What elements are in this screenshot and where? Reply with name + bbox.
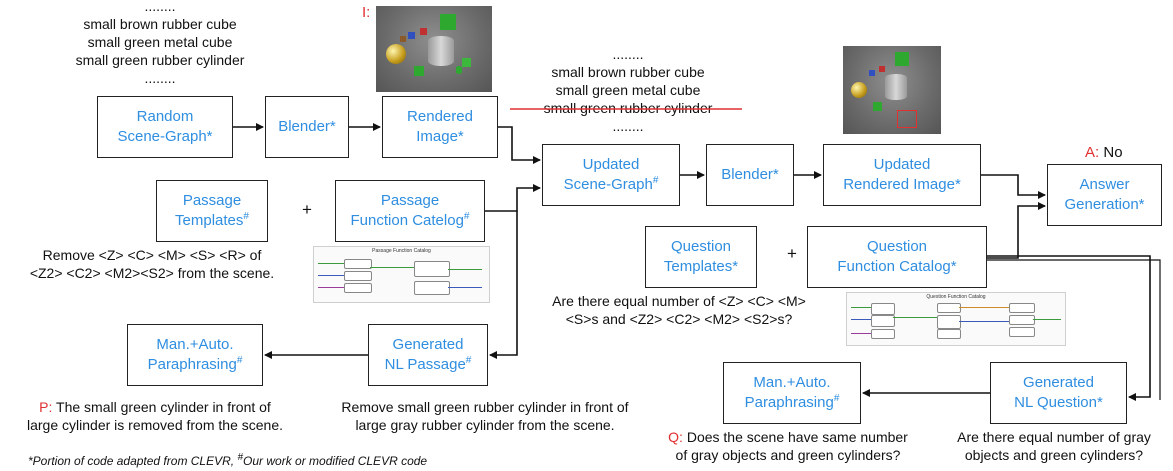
scene-object-line: ........ xyxy=(612,46,644,62)
arrow-passage-catalog-to-generated-passage xyxy=(489,211,518,359)
footnote: *Portion of code adapted from CLEVR, #Ou… xyxy=(28,452,428,468)
paraphrased-question-text: Q: Does the scene have same number of gr… xyxy=(668,429,908,463)
gold-sphere xyxy=(386,44,406,64)
paraphrased-passage-text: P: The small green cylinder in front of … xyxy=(27,399,283,433)
passage-templates-box: Passage Templates# xyxy=(156,180,268,242)
paraphrasing-box-2: Man.+Auto. Paraphrasing# xyxy=(723,362,861,424)
brown-cube xyxy=(400,36,406,42)
question-templates-box: Question Templates* xyxy=(645,226,757,288)
arrow-passage-catalog-to-updated-scene-graph xyxy=(485,184,541,212)
removed-object-highlight xyxy=(897,110,917,128)
arrow-updated-image-to-answer-generation xyxy=(981,174,1046,199)
scene-object-line: small brown rubber cube xyxy=(551,64,705,80)
rendered-scene-image xyxy=(376,6,492,92)
rendered-image-box: Rendered Image* xyxy=(382,96,498,158)
updated-rendered-scene-image xyxy=(843,46,941,134)
blue-cube xyxy=(408,32,415,39)
question-template-text: Are there equal number of <Z> <C> <M> <S… xyxy=(552,293,806,327)
generated-nl-question-box: Generated NL Question* xyxy=(990,362,1127,424)
answer-value: No xyxy=(1103,144,1123,161)
plus-sign: + xyxy=(787,244,797,263)
red-cube xyxy=(879,66,885,72)
scene-object-line: ........ xyxy=(144,70,176,86)
green-cylinder xyxy=(456,66,462,74)
generated-question-text: Are there equal number of gray objects a… xyxy=(957,429,1151,463)
red-cube xyxy=(420,28,427,35)
answer-text: A: No xyxy=(1085,144,1123,162)
gray-cylinder xyxy=(428,36,454,66)
scene-object-line: small green metal cube xyxy=(555,82,701,98)
gray-cylinder xyxy=(885,74,907,100)
gold-sphere xyxy=(851,82,867,98)
random-scene-graph-box: Random Scene-Graph* xyxy=(97,96,233,158)
question-label: Q: xyxy=(668,429,683,445)
arrow-question-catalog-to-answer-generation xyxy=(987,202,1046,259)
image-label: I: xyxy=(362,4,371,21)
arrow-question-catalog-to-generated-question-2 xyxy=(987,259,1161,400)
answer-generation-box: Answer Generation* xyxy=(1047,164,1162,226)
blender-box-2: Blender* xyxy=(706,144,794,206)
question-function-catalog-box: Question Function Catalog* xyxy=(807,226,987,288)
green-cube xyxy=(440,14,456,30)
paraphrasing-box-1: Man.+Auto. Paraphrasing# xyxy=(127,324,263,386)
passage-template-text: Remove <Z> <C> <M> <S> <R> of <Z2> <C2> … xyxy=(29,247,275,281)
blender-box-1: Blender* xyxy=(265,96,349,158)
blue-cube xyxy=(869,70,875,76)
passage-function-catalog-box: Passage Function Catelog# xyxy=(335,180,485,242)
question-function-catalog-thumbnail: Question Function Catalog xyxy=(846,292,1066,346)
generated-passage-text: Remove small green rubber cylinder in fr… xyxy=(341,399,629,433)
green-cube xyxy=(414,66,424,76)
scene-object-line: small green rubber cylinder xyxy=(75,52,245,68)
scene-object-line: ........ xyxy=(144,0,176,14)
scene-object-line-removed: small green rubber cylinder xyxy=(543,100,713,116)
green-cube xyxy=(462,58,471,67)
passage-function-catalog-thumbnail: Passage Function Catalog xyxy=(313,246,490,303)
generated-nl-passage-box: Generated NL Passage# xyxy=(368,324,488,386)
scene-object-list-2: ........ small brown rubber cube small g… xyxy=(523,45,733,135)
scene-object-line: small brown rubber cube xyxy=(83,16,237,32)
scene-object-line: ........ xyxy=(612,118,644,134)
arrow-question-catalog-to-generated-question xyxy=(987,255,1151,401)
updated-scene-graph-box: Updated Scene-Graph# xyxy=(542,144,680,206)
arrow-rendered-image-to-updated-scene-graph xyxy=(498,126,541,164)
scene-object-line: small green metal cube xyxy=(87,34,233,50)
passage-label: P: xyxy=(39,399,53,415)
plus-sign: + xyxy=(302,200,312,219)
green-cube xyxy=(895,52,909,66)
updated-rendered-image-box: Updated Rendered Image* xyxy=(823,144,981,206)
green-cube xyxy=(873,102,882,111)
answer-label: A: xyxy=(1085,144,1100,161)
scene-object-list-1: ........ small brown rubber cube small g… xyxy=(55,0,265,87)
